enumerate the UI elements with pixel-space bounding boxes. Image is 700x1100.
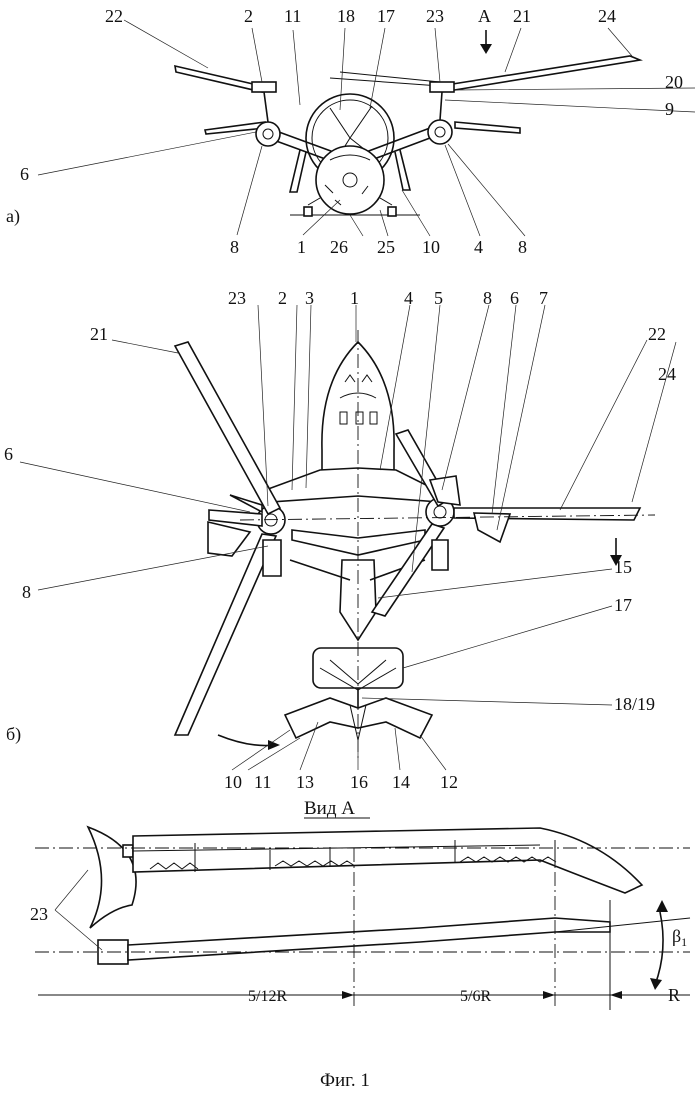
subfig-a-label: а) <box>6 206 20 227</box>
callout: 22 <box>105 6 123 26</box>
callout: 17 <box>614 595 632 615</box>
callout: 8 <box>230 237 239 257</box>
callout: 13 <box>296 772 314 792</box>
dimension-label: R <box>668 985 680 1005</box>
callout: 1 <box>297 237 306 257</box>
callout: 25 <box>377 237 395 257</box>
callout: 8 <box>518 237 527 257</box>
callout: 18/19 <box>614 694 655 714</box>
callout: 1 <box>350 288 359 308</box>
callout: 26 <box>330 237 348 257</box>
callout: 11 <box>254 772 271 792</box>
callout: 6 <box>4 444 13 464</box>
callout: 6 <box>20 164 29 184</box>
subfig-a-callouts: 22 2 11 18 17 23 21 24 20 9 6 8 1 26 25 … <box>6 6 683 257</box>
figure-caption: Фиг. 1 <box>320 1070 370 1091</box>
callout: 8 <box>483 288 492 308</box>
callout: 4 <box>474 237 483 257</box>
callout: 9 <box>665 99 674 119</box>
callout: 18 <box>337 6 355 26</box>
callout: 10 <box>422 237 440 257</box>
callout: 11 <box>284 6 301 26</box>
view-a-labels: 23 5/12R 5/6R R β1 <box>30 904 687 1005</box>
callout: 8 <box>22 582 31 602</box>
callout: 21 <box>513 6 531 26</box>
callout: 23 <box>228 288 246 308</box>
view-a-drawing <box>35 825 691 1010</box>
callout: 2 <box>244 6 253 26</box>
callout: 24 <box>598 6 616 26</box>
callout: 24 <box>658 364 676 384</box>
angle-label: β1 <box>672 926 687 949</box>
view-arrow-label: А <box>478 6 491 26</box>
callout: 14 <box>392 772 410 792</box>
dimension-label: 5/12R <box>248 988 287 1005</box>
callout: 4 <box>404 288 413 308</box>
subfig-b-callouts: 23 2 3 1 4 5 8 6 7 21 22 24 6 8 15 17 18… <box>4 288 676 792</box>
view-a-title: Вид А <box>304 798 355 819</box>
callout: 16 <box>350 772 368 792</box>
callout: 3 <box>305 288 314 308</box>
subfig-b-drawing <box>19 304 677 771</box>
callout: 5 <box>434 288 443 308</box>
callout: 2 <box>278 288 287 308</box>
callout: 12 <box>440 772 458 792</box>
callout: 21 <box>90 324 108 344</box>
callout: 6 <box>510 288 519 308</box>
callout: 7 <box>539 288 548 308</box>
dimension-label: 5/6R <box>460 988 491 1005</box>
subfig-a-drawing <box>37 19 696 237</box>
callout: 23 <box>426 6 444 26</box>
callout: 22 <box>648 324 666 344</box>
callout: 15 <box>614 557 632 577</box>
subfig-b-label: б) <box>6 724 21 745</box>
callout: 20 <box>665 72 683 92</box>
callout: 17 <box>377 6 395 26</box>
callout: 23 <box>30 904 48 924</box>
callout: 10 <box>224 772 242 792</box>
